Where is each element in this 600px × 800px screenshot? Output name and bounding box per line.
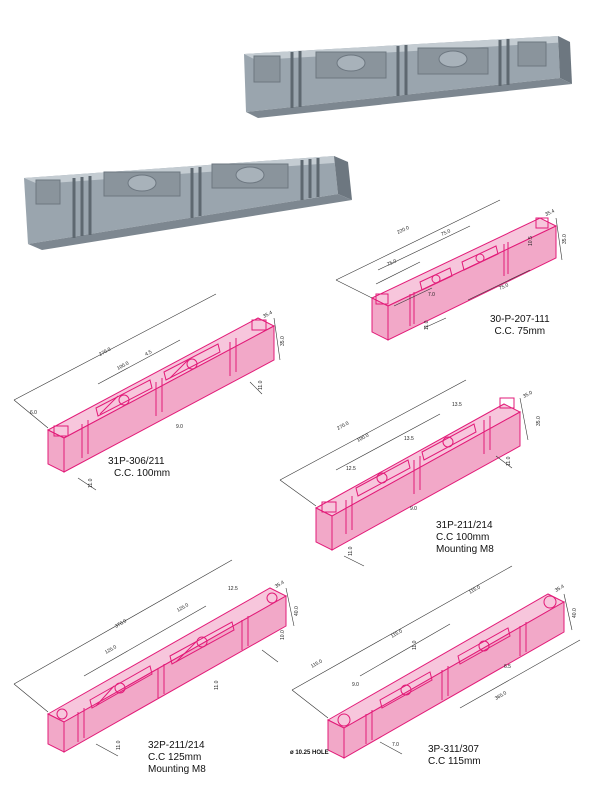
spec-line: C.C 100mm <box>436 532 490 543</box>
svg-text:115.0: 115.0 <box>310 658 324 669</box>
part-number: 30-P-207-111 <box>490 314 550 325</box>
svg-text:100.0: 100.0 <box>356 432 370 443</box>
svg-text:365.0: 365.0 <box>494 690 508 702</box>
svg-text:40.0: 40.0 <box>294 606 300 616</box>
caption-3P-311-307: 3P-311/307 C.C 115mm <box>428 744 481 768</box>
part-number: 31P-211/214 <box>436 520 493 531</box>
svg-text:220.0: 220.0 <box>396 225 410 236</box>
spec-line: C.C. 100mm <box>114 468 171 479</box>
svg-text:13.5: 13.5 <box>452 402 462 408</box>
svg-text:270.0: 270.0 <box>98 346 112 357</box>
part-number: 3P-311/307 <box>428 744 479 755</box>
spec-line: C.C. 75mm <box>494 326 546 337</box>
svg-text:35.4: 35.4 <box>554 584 566 594</box>
svg-text:125.0: 125.0 <box>176 602 190 614</box>
svg-text:11.0: 11.0 <box>348 546 354 556</box>
svg-text:11.0: 11.0 <box>258 380 264 390</box>
svg-text:6.0: 6.0 <box>30 410 37 416</box>
svg-text:9.0: 9.0 <box>176 424 183 430</box>
part-number: 31P-306/211 <box>108 456 165 467</box>
svg-text:35.4: 35.4 <box>262 310 274 320</box>
spec-line: Mounting M8 <box>148 764 206 775</box>
svg-text:11.0: 11.0 <box>424 320 430 330</box>
svg-text:75.0: 75.0 <box>440 228 452 238</box>
svg-text:13.5: 13.5 <box>404 436 414 442</box>
svg-text:11.0: 11.0 <box>116 740 122 750</box>
drawing-3P-311-307: 115.0 115.0 115.0 11.0 9.0 7.0 6.5 365.0… <box>291 565 581 759</box>
svg-text:35.4: 35.4 <box>274 580 286 590</box>
hole-note: ø 10.25 HOLE <box>290 750 329 756</box>
svg-text:35.0: 35.0 <box>280 336 286 346</box>
drawing-32P-211-214: 370.0 125.0 125.0 12.5 10.0 11.0 11.0 35… <box>13 559 300 757</box>
spec-line: C.C 125mm <box>148 752 202 763</box>
svg-text:9.0: 9.0 <box>352 682 359 688</box>
svg-text:10.0: 10.0 <box>280 630 286 640</box>
svg-text:35.4: 35.4 <box>544 208 556 218</box>
svg-text:11.0: 11.0 <box>506 456 512 466</box>
svg-text:4.5: 4.5 <box>144 349 153 358</box>
svg-text:11.0: 11.0 <box>88 478 94 488</box>
svg-text:7.0: 7.0 <box>428 292 435 298</box>
svg-text:10.5: 10.5 <box>528 236 534 246</box>
drawing-31P-211-214: 270.0 100.0 13.5 13.5 12.5 9.0 11.0 11.0… <box>279 379 542 567</box>
spec-line: Mounting M8 <box>436 544 494 555</box>
caption-30-P-207-111: 30-P-207-111 C.C. 75mm <box>490 314 550 338</box>
svg-text:40.0: 40.0 <box>572 608 578 618</box>
svg-text:125.0: 125.0 <box>104 644 118 656</box>
svg-text:370.0: 370.0 <box>114 618 128 630</box>
svg-text:115.0: 115.0 <box>390 628 404 639</box>
insulator-photo-top <box>244 36 572 118</box>
svg-text:75.0: 75.0 <box>498 282 510 292</box>
caption-31P-211-214: 31P-211/214 C.C 100mm Mounting M8 <box>436 520 494 556</box>
insulator-photo-bottom <box>24 156 352 250</box>
svg-text:35.0: 35.0 <box>562 234 568 244</box>
svg-text:75.0: 75.0 <box>386 258 398 268</box>
spec-line: C.C 115mm <box>428 756 481 767</box>
svg-text:115.0: 115.0 <box>468 584 482 595</box>
svg-text:12.5: 12.5 <box>228 586 238 592</box>
svg-text:7.0: 7.0 <box>392 742 399 748</box>
svg-text:12.5: 12.5 <box>346 466 356 472</box>
svg-text:270.0: 270.0 <box>336 420 350 431</box>
svg-text:11.0: 11.0 <box>412 640 418 650</box>
drawing-31P-306-211: 270.0 100.0 4.5 6.0 9.0 11.0 11.0 35.4 3… <box>13 293 286 491</box>
svg-text:100.0: 100.0 <box>116 360 130 371</box>
part-number: 32P-211/214 <box>148 740 205 751</box>
svg-text:35.0: 35.0 <box>522 390 534 400</box>
svg-text:35.0: 35.0 <box>536 416 542 426</box>
svg-text:6.5: 6.5 <box>504 664 511 670</box>
drawing-30-P-207-111: 220.0 75.0 75.0 75.0 7.0 11.0 35.4 35.0 … <box>335 199 568 341</box>
caption-32P-211-214: 32P-211/214 C.C 125mm Mounting M8 <box>148 740 206 776</box>
svg-text:9.0: 9.0 <box>410 506 417 512</box>
caption-31P-306-211: 31P-306/211 C.C. 100mm <box>108 456 170 480</box>
svg-text:11.0: 11.0 <box>214 680 220 690</box>
